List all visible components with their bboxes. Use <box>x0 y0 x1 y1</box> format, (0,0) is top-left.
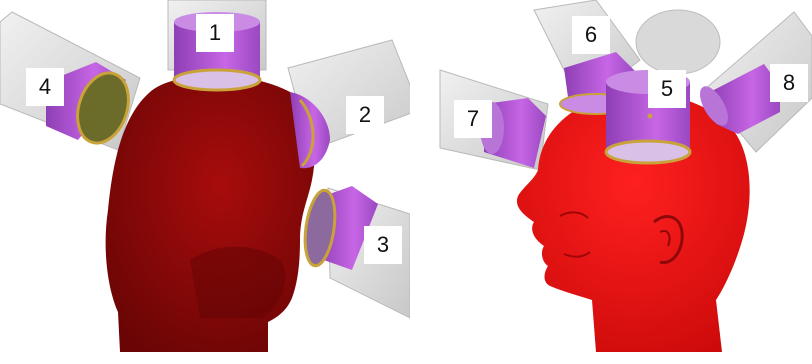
left-panel: 1 4 2 3 <box>0 0 410 364</box>
coil-label-6: 6 <box>572 16 610 54</box>
right-head-illustration <box>410 0 812 364</box>
tube-cap <box>636 10 720 74</box>
coil-label-1: 1 <box>196 14 234 52</box>
left-head-illustration <box>0 0 410 364</box>
right-panel: 6 5 7 8 <box>410 0 812 364</box>
coil-label-4: 4 <box>26 68 64 106</box>
coil-label-3: 3 <box>364 226 402 264</box>
coil-label-8: 8 <box>770 64 808 102</box>
coil-label-2: 2 <box>346 96 384 134</box>
coil-label-7: 7 <box>454 100 492 138</box>
coil-label-5: 5 <box>648 70 686 108</box>
